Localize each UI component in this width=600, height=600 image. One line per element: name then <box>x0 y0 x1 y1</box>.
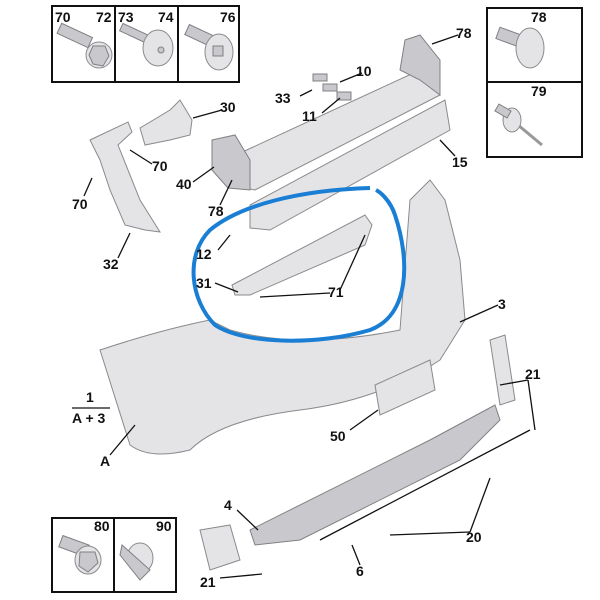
label-90: 90 <box>156 518 172 534</box>
fastener-box-top-right <box>486 7 583 158</box>
rivet-icon <box>494 103 543 147</box>
callout-15: 15 <box>452 154 468 170</box>
callout-10: 10 <box>356 63 372 79</box>
leader-lines <box>72 34 536 579</box>
callout-50: 50 <box>330 428 346 444</box>
callout-32: 32 <box>103 256 119 272</box>
callout-78: 78 <box>456 25 472 41</box>
clips-10-11-33 <box>312 73 352 101</box>
clip-nut-icon <box>119 542 154 581</box>
bracket-21-lower <box>199 524 241 571</box>
label-80: 80 <box>94 518 110 534</box>
callout-20: 20 <box>466 529 482 545</box>
callout-70-b: 70 <box>72 196 88 212</box>
callout-78-b: 78 <box>208 203 224 219</box>
absorber-15 <box>249 99 451 231</box>
trim-strip-6 <box>319 429 531 541</box>
fastener-box-top-left <box>51 5 240 83</box>
bumper-beam <box>211 34 441 191</box>
callout-70: 70 <box>152 158 168 174</box>
callout-33: 33 <box>275 90 291 106</box>
guide-32 <box>89 121 161 233</box>
callout-A: A <box>100 453 111 469</box>
label-72: 72 <box>96 9 112 25</box>
callout-31: 31 <box>196 275 212 291</box>
plate-50 <box>374 359 436 416</box>
callout-11: 11 <box>302 108 317 124</box>
diffuser-4 <box>249 404 501 546</box>
callout-6: 6 <box>356 563 364 579</box>
highlight-outline <box>191 186 407 343</box>
callout-21-b: 21 <box>200 574 216 590</box>
callout-40: 40 <box>176 176 192 192</box>
label-74: 74 <box>158 9 174 25</box>
bolt-icon <box>56 22 113 69</box>
label-73: 73 <box>118 9 134 25</box>
callout-1-sub: A + 3 <box>72 410 106 426</box>
screw-icon <box>118 22 174 67</box>
bolt-icon <box>58 534 102 575</box>
callout-30: 30 <box>220 99 236 115</box>
callout-71: 71 <box>328 284 344 300</box>
label-78-box: 78 <box>531 9 547 25</box>
label-79: 79 <box>531 83 547 99</box>
label-76: 76 <box>220 9 236 25</box>
bracket-30 <box>139 99 193 146</box>
fastener-box-bottom-left <box>51 517 177 593</box>
callout-12: 12 <box>196 246 212 262</box>
callout-3: 3 <box>498 296 506 312</box>
pin-icon <box>495 26 545 69</box>
label-70: 70 <box>55 9 71 25</box>
callout-4: 4 <box>224 497 232 513</box>
bolt-flange-icon <box>184 23 234 71</box>
bracket-21 <box>489 334 516 406</box>
callout-21: 21 <box>525 366 541 382</box>
callout-1: 1 <box>86 389 94 405</box>
absorber-31 <box>231 214 373 296</box>
